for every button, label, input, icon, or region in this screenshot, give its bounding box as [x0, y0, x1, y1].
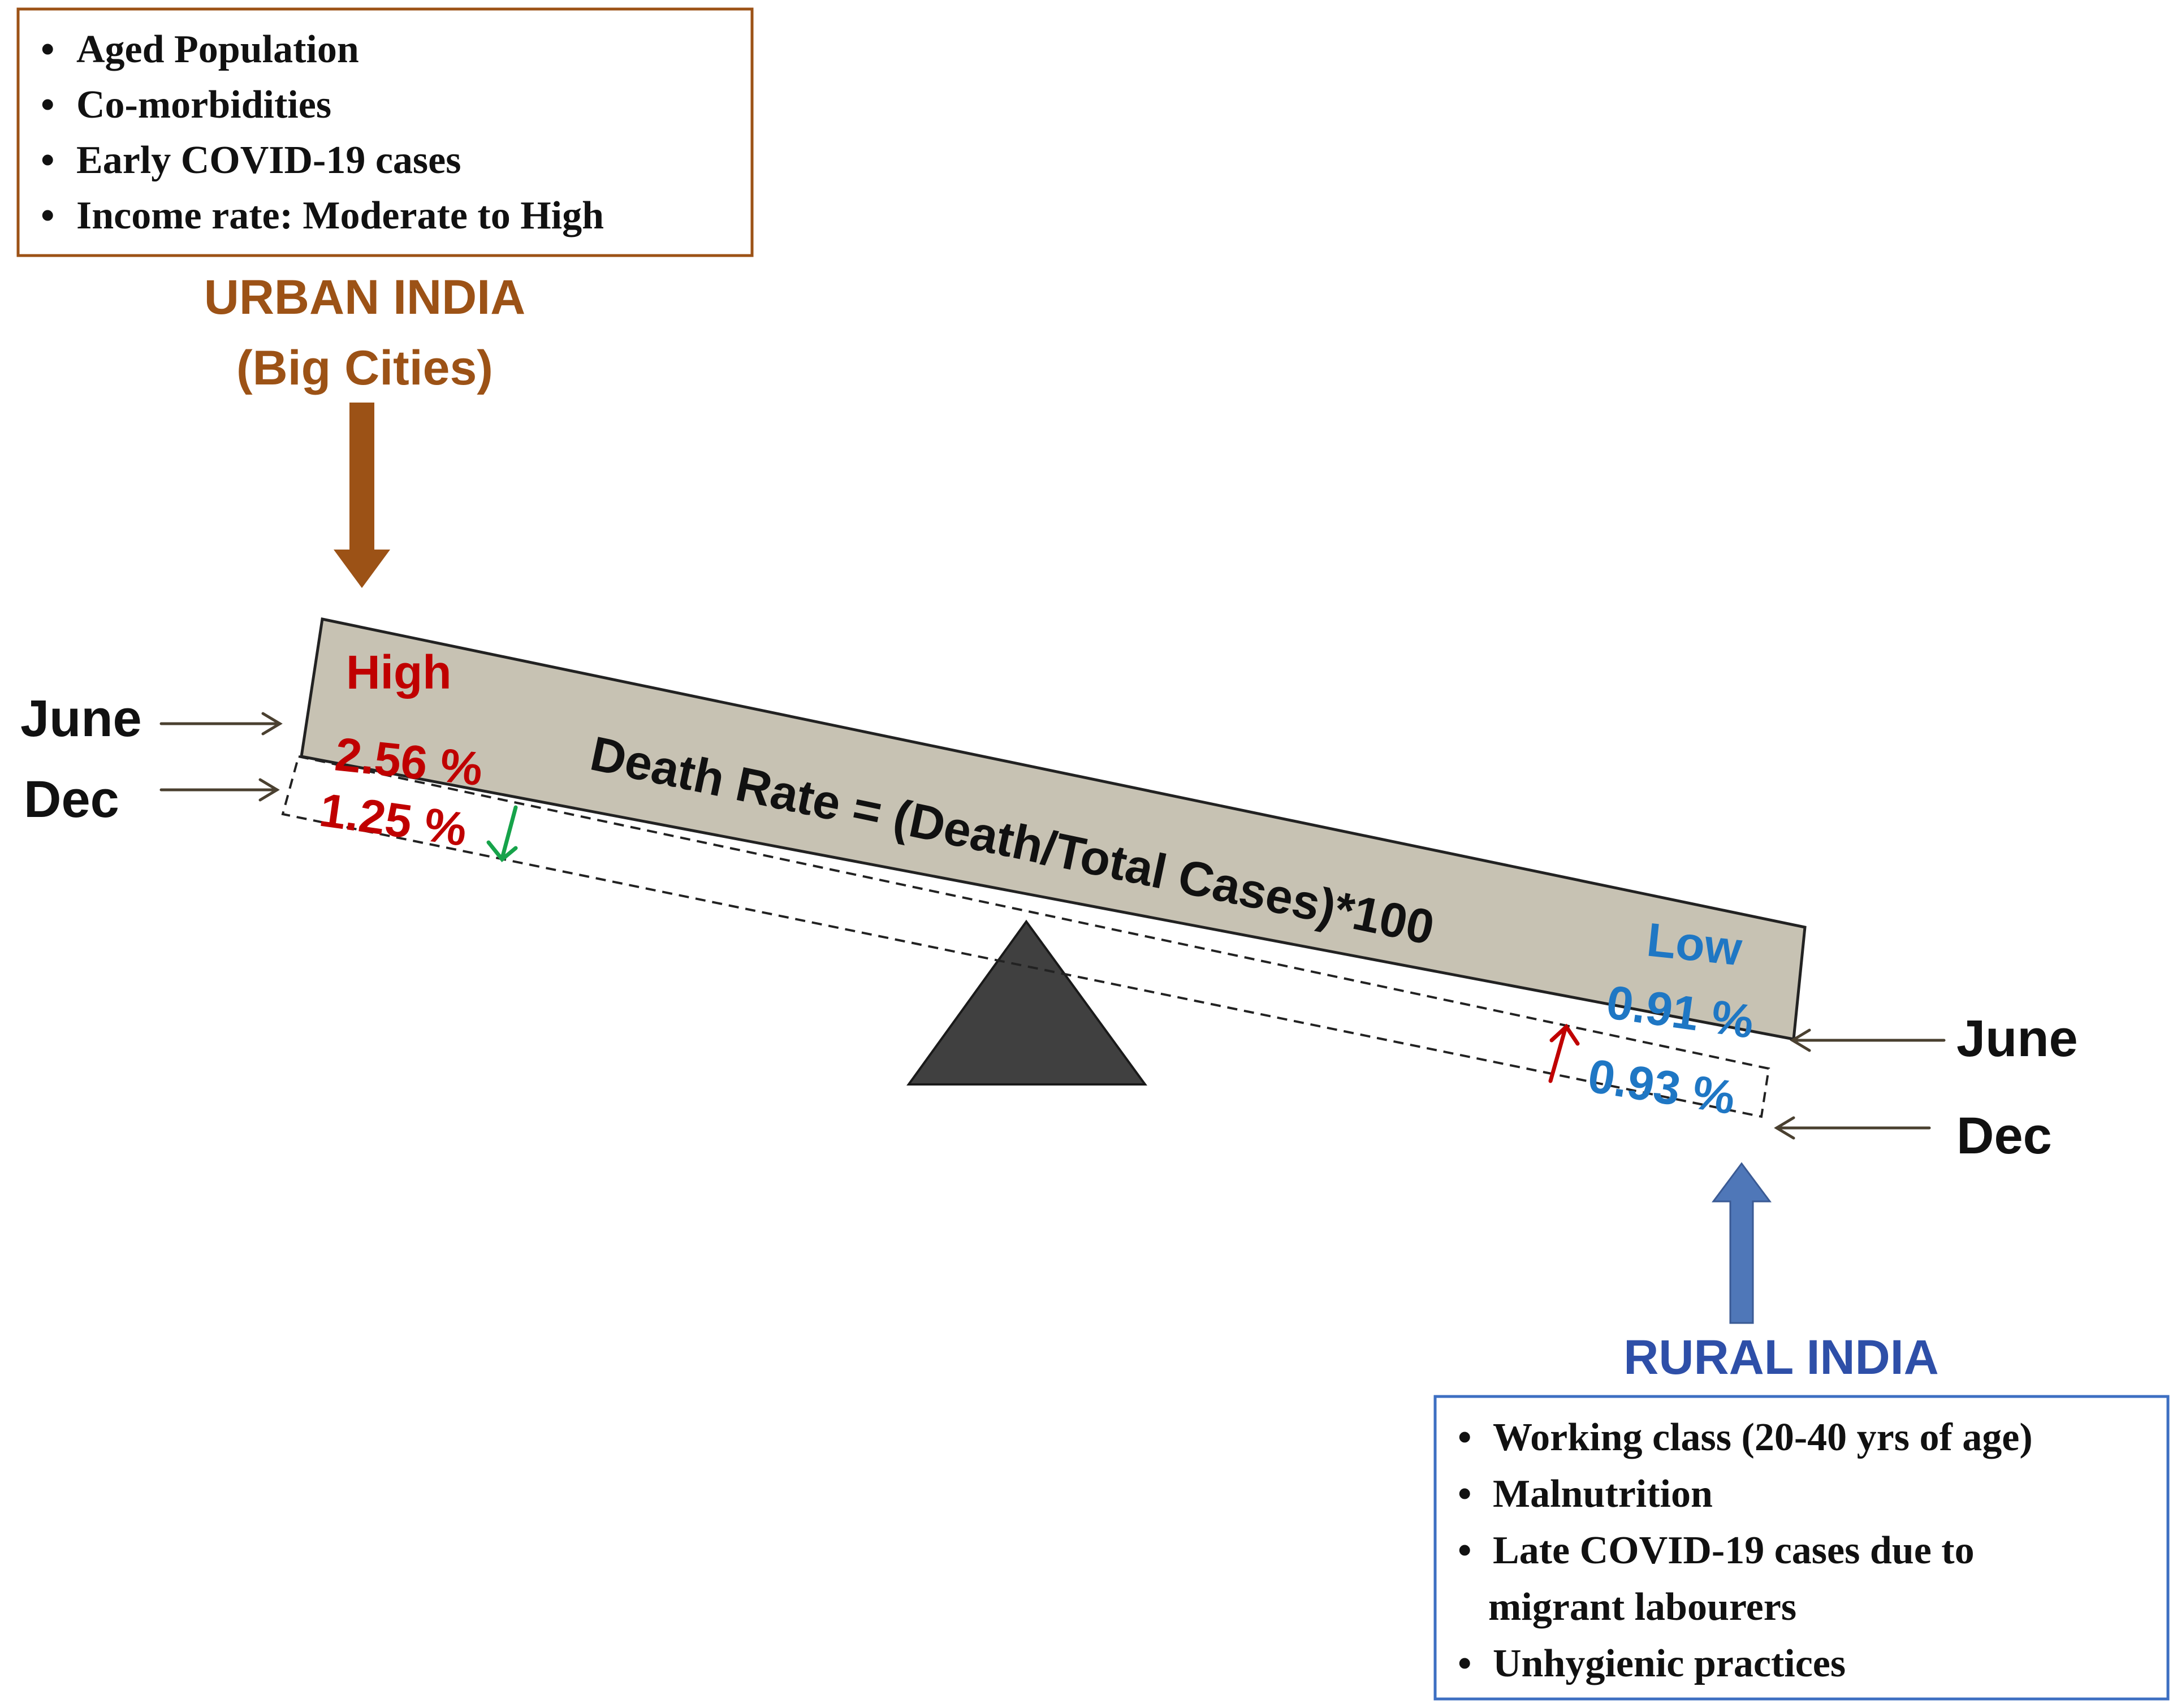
urban-level-label: High [346, 646, 452, 699]
urban-dec-value: 1.25 % [316, 783, 470, 856]
urban-bullet-mark: • [41, 139, 55, 182]
june-beam-dash-edge [301, 755, 1794, 1040]
urban-factors-box: • Aged Population • Co-morbidities • Ear… [16, 7, 754, 257]
urban-box-frame [16, 7, 754, 257]
left-june-pointer-arrow [159, 712, 283, 736]
dec-beam-outline [281, 755, 1770, 1118]
urban-bullet: Income rate: Moderate to High [76, 194, 604, 237]
left-dec-pointer-arrow [159, 778, 280, 802]
right-june-label: June [1956, 1010, 2078, 1067]
urban-bullet-mark: • [41, 28, 55, 71]
urban-title: URBAN INDIA [204, 270, 526, 325]
rural-bullet: Late COVID-19 cases due to [1493, 1529, 1975, 1572]
urban-bullet: Aged Population [76, 28, 359, 71]
rural-dec-value: 0.93 % [1584, 1049, 1739, 1125]
right-june-pointer-arrow [1790, 1028, 1946, 1052]
rural-pressure-arrow [1712, 1162, 1772, 1324]
decrease-arrow [486, 805, 518, 862]
left-june-label: June [20, 690, 142, 747]
rural-bullet-mark: • [1458, 1529, 1472, 1572]
urban-bullet: Co-morbidities [76, 83, 331, 127]
rural-bullet: migrant labourers [1488, 1585, 1796, 1629]
rural-bullet: Working class (20-40 yrs of age) [1493, 1416, 2033, 1459]
rural-box-frame [1433, 1395, 2170, 1701]
rural-bullet: Unhygienic practices [1493, 1642, 1846, 1685]
left-dec-label: Dec [24, 771, 119, 828]
increase-arrow [1548, 1023, 1580, 1083]
urban-bullet: Early COVID-19 cases [76, 139, 461, 182]
right-dec-label: Dec [1956, 1107, 2052, 1165]
urban-bullet-mark: • [41, 83, 55, 127]
rural-level-label: Low [1644, 913, 1745, 975]
rural-title: RURAL INDIA [1623, 1330, 1938, 1385]
rural-factors-box: • Working class (20-40 yrs of age) • Mal… [1433, 1395, 2170, 1701]
urban-pressure-arrow [334, 403, 390, 588]
rural-bullet: Malnutrition [1493, 1472, 1713, 1516]
right-dec-pointer-arrow [1774, 1116, 1931, 1140]
fulcrum-triangle [906, 919, 1147, 1086]
rural-bullet-mark: • [1458, 1416, 1472, 1459]
urban-subtitle: (Big Cities) [236, 341, 493, 395]
urban-bullet-mark: • [41, 194, 55, 237]
rural-bullet-mark: • [1458, 1642, 1472, 1685]
rural-bullet-mark: • [1458, 1472, 1472, 1516]
